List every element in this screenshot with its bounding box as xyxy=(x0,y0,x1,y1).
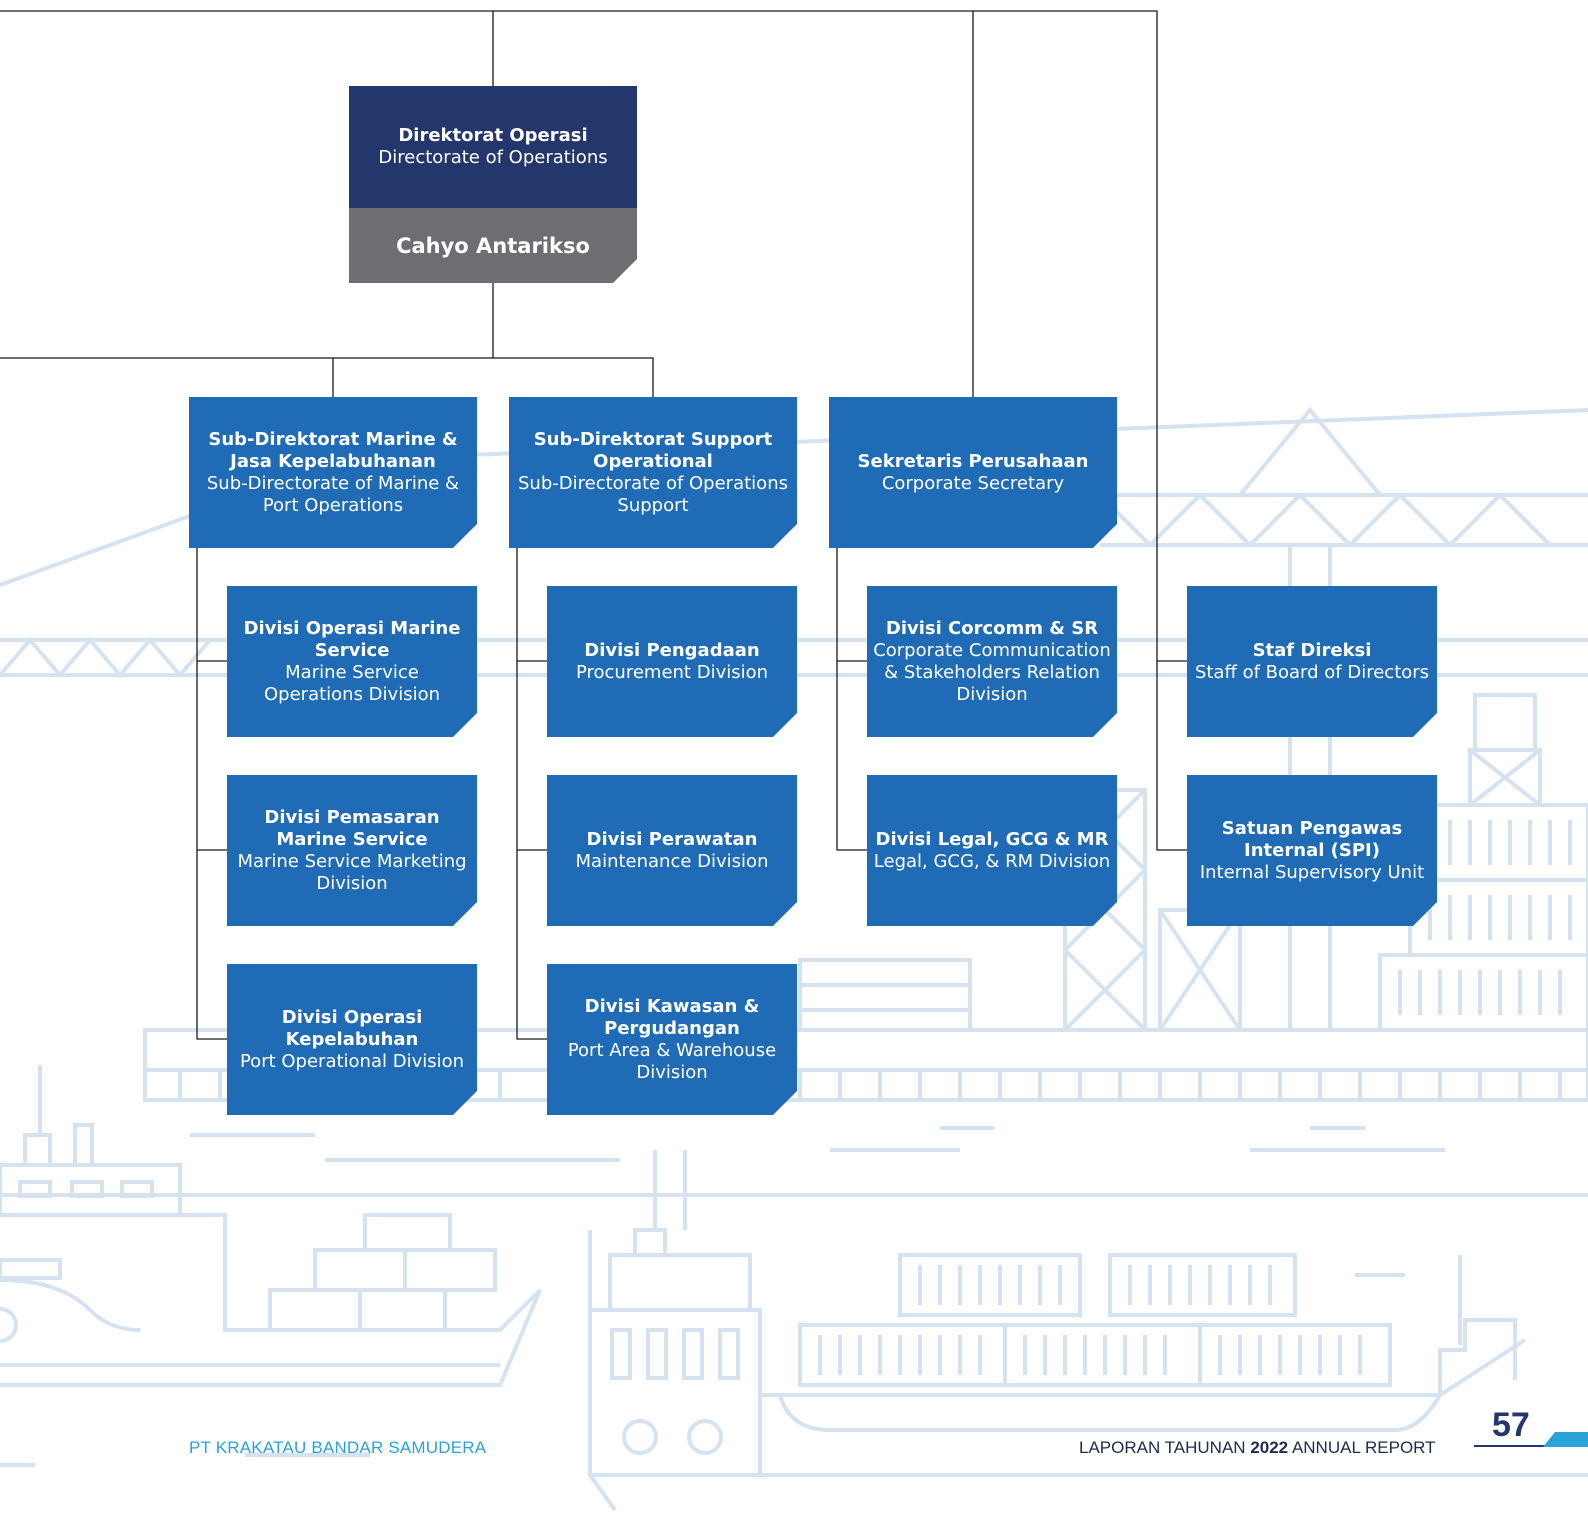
division-title-id: Divisi Kawasan & Pergudangan xyxy=(584,995,760,1039)
footer-report-title: LAPORAN TAHUNAN 2022 ANNUAL REPORT xyxy=(1079,1438,1436,1458)
division-title-en: Corporate Communication & Stakeholders R… xyxy=(873,639,1111,705)
division-port-ops-box: Divisi Operasi Kepelabuhan Port Operatio… xyxy=(227,964,477,1115)
division-title-id: Divisi Operasi Kepelabuhan xyxy=(281,1006,423,1050)
subdir-marine-port-box: Sub-Direktorat Marine & Jasa Kepelabuhan… xyxy=(189,397,477,548)
footer-report-prefix: LAPORAN TAHUNAN xyxy=(1079,1438,1246,1457)
division-title-id: Divisi Legal, GCG & MR xyxy=(875,828,1109,850)
division-title-id: Staf Direksi xyxy=(1252,639,1372,661)
division-title-en: Legal, GCG, & RM Division xyxy=(873,850,1111,872)
subdir-title-en: Sub-Directorate of Marine & Port Operati… xyxy=(206,472,460,516)
division-procurement-box: Divisi Pengadaan Procurement Division xyxy=(547,586,797,737)
division-marine-marketing-box: Divisi Pemasaran Marine Service Marine S… xyxy=(227,775,477,926)
division-legal-gcg-box: Divisi Legal, GCG & MR Legal, GCG, & RM … xyxy=(867,775,1117,926)
subdir-title-id: Sub-Direktorat Support Operational xyxy=(533,428,773,472)
division-corcomm-sr-box: Divisi Corcomm & SR Corporate Communicat… xyxy=(867,586,1117,737)
division-title-id: Divisi Perawatan xyxy=(586,828,758,850)
staff-board-of-directors-box: Staf Direksi Staff of Board of Directors xyxy=(1187,586,1437,737)
page-corner-tab xyxy=(1543,1432,1588,1447)
division-title-id: Divisi Pengadaan xyxy=(584,639,760,661)
division-title-en: Marine Service Marketing Division xyxy=(237,850,467,894)
division-marine-ops-box: Divisi Operasi Marine Service Marine Ser… xyxy=(227,586,477,737)
division-title-en: Maintenance Division xyxy=(575,850,769,872)
division-title-id: Divisi Operasi Marine Service xyxy=(243,617,461,661)
subdir-title-en: Corporate Secretary xyxy=(881,472,1065,494)
corporate-secretary-box: Sekretaris Perusahaan Corporate Secretar… xyxy=(829,397,1117,548)
director-name: Cahyo Antarikso xyxy=(396,233,590,258)
division-maintenance-box: Divisi Perawatan Maintenance Division xyxy=(547,775,797,926)
footer-report-year: 2022 xyxy=(1250,1438,1289,1457)
directorate-title-id: Direktorat Operasi xyxy=(398,125,588,146)
footer-company-name: PT KRAKATAU BANDAR SAMUDERA xyxy=(189,1438,487,1457)
division-port-area-warehouse-box: Divisi Kawasan & Pergudangan Port Area &… xyxy=(547,964,797,1115)
division-title-id: Divisi Corcomm & SR xyxy=(885,617,1099,639)
subdir-title-id: Sub-Direktorat Marine & Jasa Kepelabuhan… xyxy=(208,428,458,472)
directorate-title-box: Direktorat Operasi Directorate of Operat… xyxy=(349,86,637,208)
division-title-en: Staff of Board of Directors xyxy=(1194,661,1430,683)
footer-report-suffix: ANNUAL REPORT xyxy=(1291,1438,1436,1457)
division-title-en: Marine Service Operations Division xyxy=(264,661,440,705)
division-title-id: Divisi Pemasaran Marine Service xyxy=(264,806,440,850)
division-title-en: Internal Supervisory Unit xyxy=(1199,861,1425,883)
internal-supervisory-unit-box: Satuan Pengawas Internal (SPI) Internal … xyxy=(1187,775,1437,926)
subdir-title-en: Sub-Directorate of Operations Support xyxy=(518,472,788,516)
directorate-title-en: Directorate of Operations xyxy=(378,147,608,168)
division-title-en: Port Area & Warehouse Division xyxy=(567,1039,777,1083)
subdir-title-id: Sekretaris Perusahaan xyxy=(857,450,1089,472)
page-number-underline xyxy=(1474,1445,1588,1447)
division-title-id: Satuan Pengawas Internal (SPI) xyxy=(1221,817,1403,861)
director-name-box: Cahyo Antarikso xyxy=(349,208,637,283)
division-title-en: Port Operational Division xyxy=(239,1050,465,1072)
page-number: 57 xyxy=(1492,1406,1530,1444)
subdir-operations-support-box: Sub-Direktorat Support Operational Sub-D… xyxy=(509,397,797,548)
division-title-en: Procurement Division xyxy=(575,661,769,683)
